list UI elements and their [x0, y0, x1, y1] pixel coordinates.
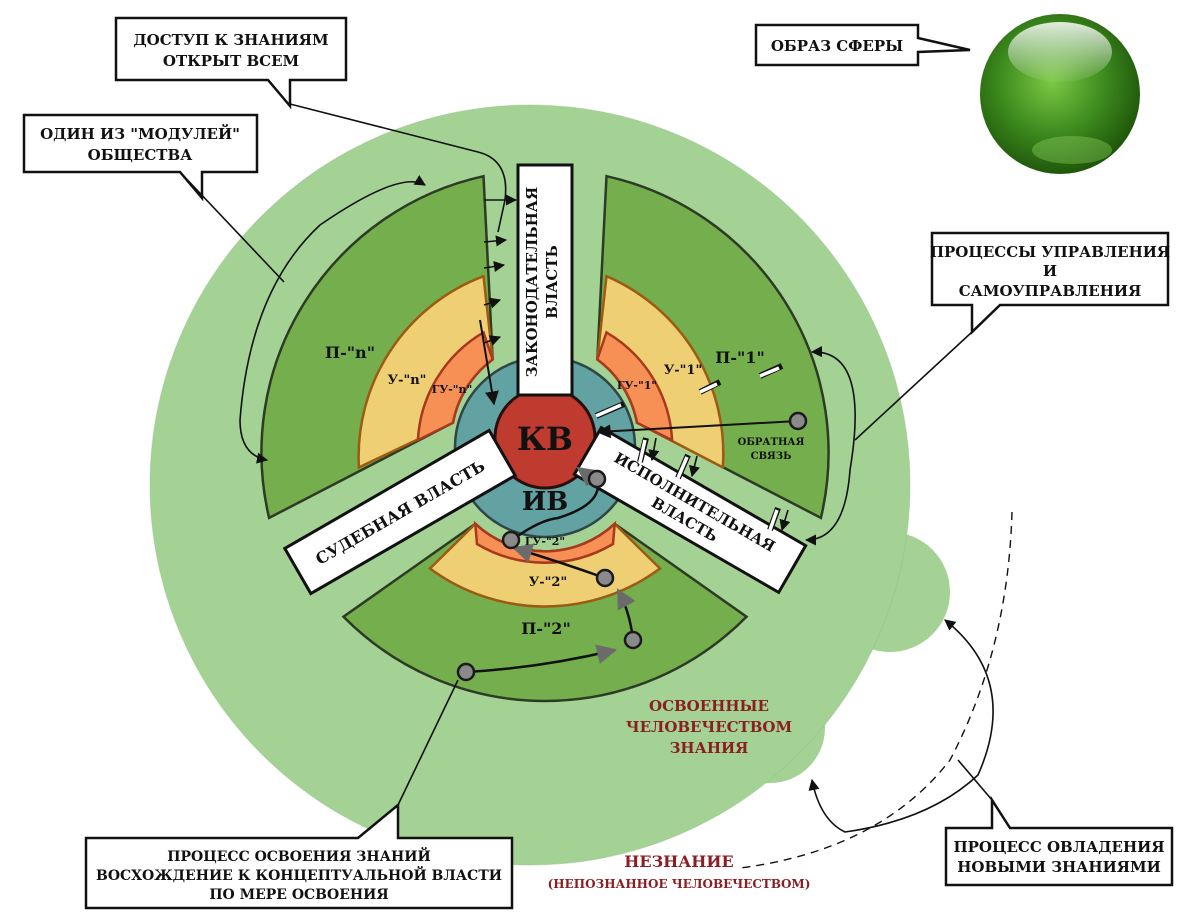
- callout-module: ОДИН ИЗ "МОДУЛЕЙ" ОБЩЕСТВА: [22, 113, 285, 283]
- ignorance-label: НЕЗНАНИЕ: [624, 852, 733, 871]
- label-gu-n: ГУ-"n": [432, 383, 473, 396]
- label-u-1: У-"1": [664, 363, 703, 378]
- svg-text:ОТКРЫТ ВСЕМ: ОТКРЫТ ВСЕМ: [163, 52, 299, 70]
- legislative-branch: ЗАКОНОДАТЕЛЬНАЯ ВЛАСТЬ: [516, 163, 574, 397]
- svg-text:ДОСТУП К ЗНАНИЯМ: ДОСТУП К ЗНАНИЯМ: [133, 31, 328, 49]
- svg-text:ПРОЦЕССЫ УПРАВЛЕНИЯ: ПРОЦЕССЫ УПРАВЛЕНИЯ: [930, 243, 1170, 261]
- label-gu-2: ГУ-"2": [525, 535, 565, 548]
- svg-text:ОБЩЕСТВА: ОБЩЕСТВА: [88, 146, 193, 164]
- feedback-label-1: ОБРАТНАЯ: [738, 437, 805, 448]
- label-p-1: П-"1": [715, 348, 765, 367]
- sector-2: [341, 520, 749, 703]
- ignorance-note: (НЕПОЗНАННОЕ ЧЕЛОВЕЧЕСТВОМ): [548, 877, 811, 891]
- feedback-label-2: СВЯЗЬ: [751, 451, 792, 462]
- svg-text:ВОСХОЖДЕНИЕ К КОНЦЕПТУАЛЬНОЙ В: ВОСХОЖДЕНИЕ К КОНЦЕПТУАЛЬНОЙ ВЛАСТИ: [96, 865, 502, 884]
- ascent-path: [456, 466, 643, 682]
- kv-label: КВ: [517, 420, 573, 458]
- callout-access: ДОСТУП К ЗНАНИЯМ ОТКРЫТ ВСЕМ: [114, 16, 348, 110]
- label-p-2: П-"2": [521, 619, 571, 638]
- svg-text:ОДИН ИЗ "МОДУЛЕЙ": ОДИН ИЗ "МОДУЛЕЙ": [40, 124, 240, 143]
- mastery-arc: [808, 619, 994, 833]
- mastered-label-1: ОСВОЕННЫЕ: [649, 697, 769, 715]
- svg-text:ВЛАСТЬ: ВЛАСТЬ: [543, 245, 561, 319]
- svg-text:ПО МЕРЕ ОСВОЕНИЯ: ПО МЕРЕ ОСВОЕНИЯ: [209, 887, 388, 903]
- callout-mastery: ПРОЦЕСС ОВЛАДЕНИЯ НОВЫМИ ЗНАНИЯМИ: [944, 759, 1174, 887]
- svg-text:ПРОЦЕСС ОСВОЕНИЯ ЗНАНИЙ: ПРОЦЕСС ОСВОЕНИЯ ЗНАНИЙ: [167, 846, 430, 865]
- callout-learning: ПРОЦЕСС ОСВОЕНИЯ ЗНАНИЙ ВОСХОЖДЕНИЕ К КО…: [84, 679, 514, 910]
- mastered-label-2: ЧЕЛОВЕЧЕСТВОМ: [626, 718, 792, 736]
- label-u-n: У-"n": [388, 373, 427, 388]
- access-arrows: [289, 103, 518, 406]
- svg-text:НОВЫМИ ЗНАНИЯМИ: НОВЫМИ ЗНАНИЯМИ: [957, 858, 1161, 876]
- iv-label: ИВ: [522, 487, 569, 517]
- svg-text:ПРОЦЕСС ОВЛАДЕНИЯ: ПРОЦЕСС ОВЛАДЕНИЯ: [953, 838, 1164, 856]
- label-gu-1: ГУ-"1": [617, 379, 657, 392]
- svg-text:САМОУПРАВЛЕНИЯ: САМОУПРАВЛЕНИЯ: [959, 282, 1142, 300]
- feedback-arrows: [594, 346, 856, 546]
- svg-text:ЗАКОНОДАТЕЛЬНАЯ: ЗАКОНОДАТЕЛЬНАЯ: [523, 187, 541, 377]
- ignorance-boundary: [739, 511, 1013, 869]
- callout-sphere: ОБРАЗ СФЕРЫ: [754, 23, 971, 67]
- callout-management: ПРОЦЕССЫ УПРАВЛЕНИЯ И САМОУПРАВЛЕНИЯ: [854, 231, 1170, 441]
- label-p-n: П-"n": [325, 343, 375, 362]
- svg-text:И: И: [1043, 262, 1057, 280]
- label-u-2: У-"2": [529, 575, 568, 590]
- module-bracket: [239, 175, 426, 464]
- svg-text:ОБРАЗ СФЕРЫ: ОБРАЗ СФЕРЫ: [771, 37, 903, 55]
- mastered-label-3: ЗНАНИЯ: [670, 739, 749, 757]
- sphere-image: [980, 14, 1140, 174]
